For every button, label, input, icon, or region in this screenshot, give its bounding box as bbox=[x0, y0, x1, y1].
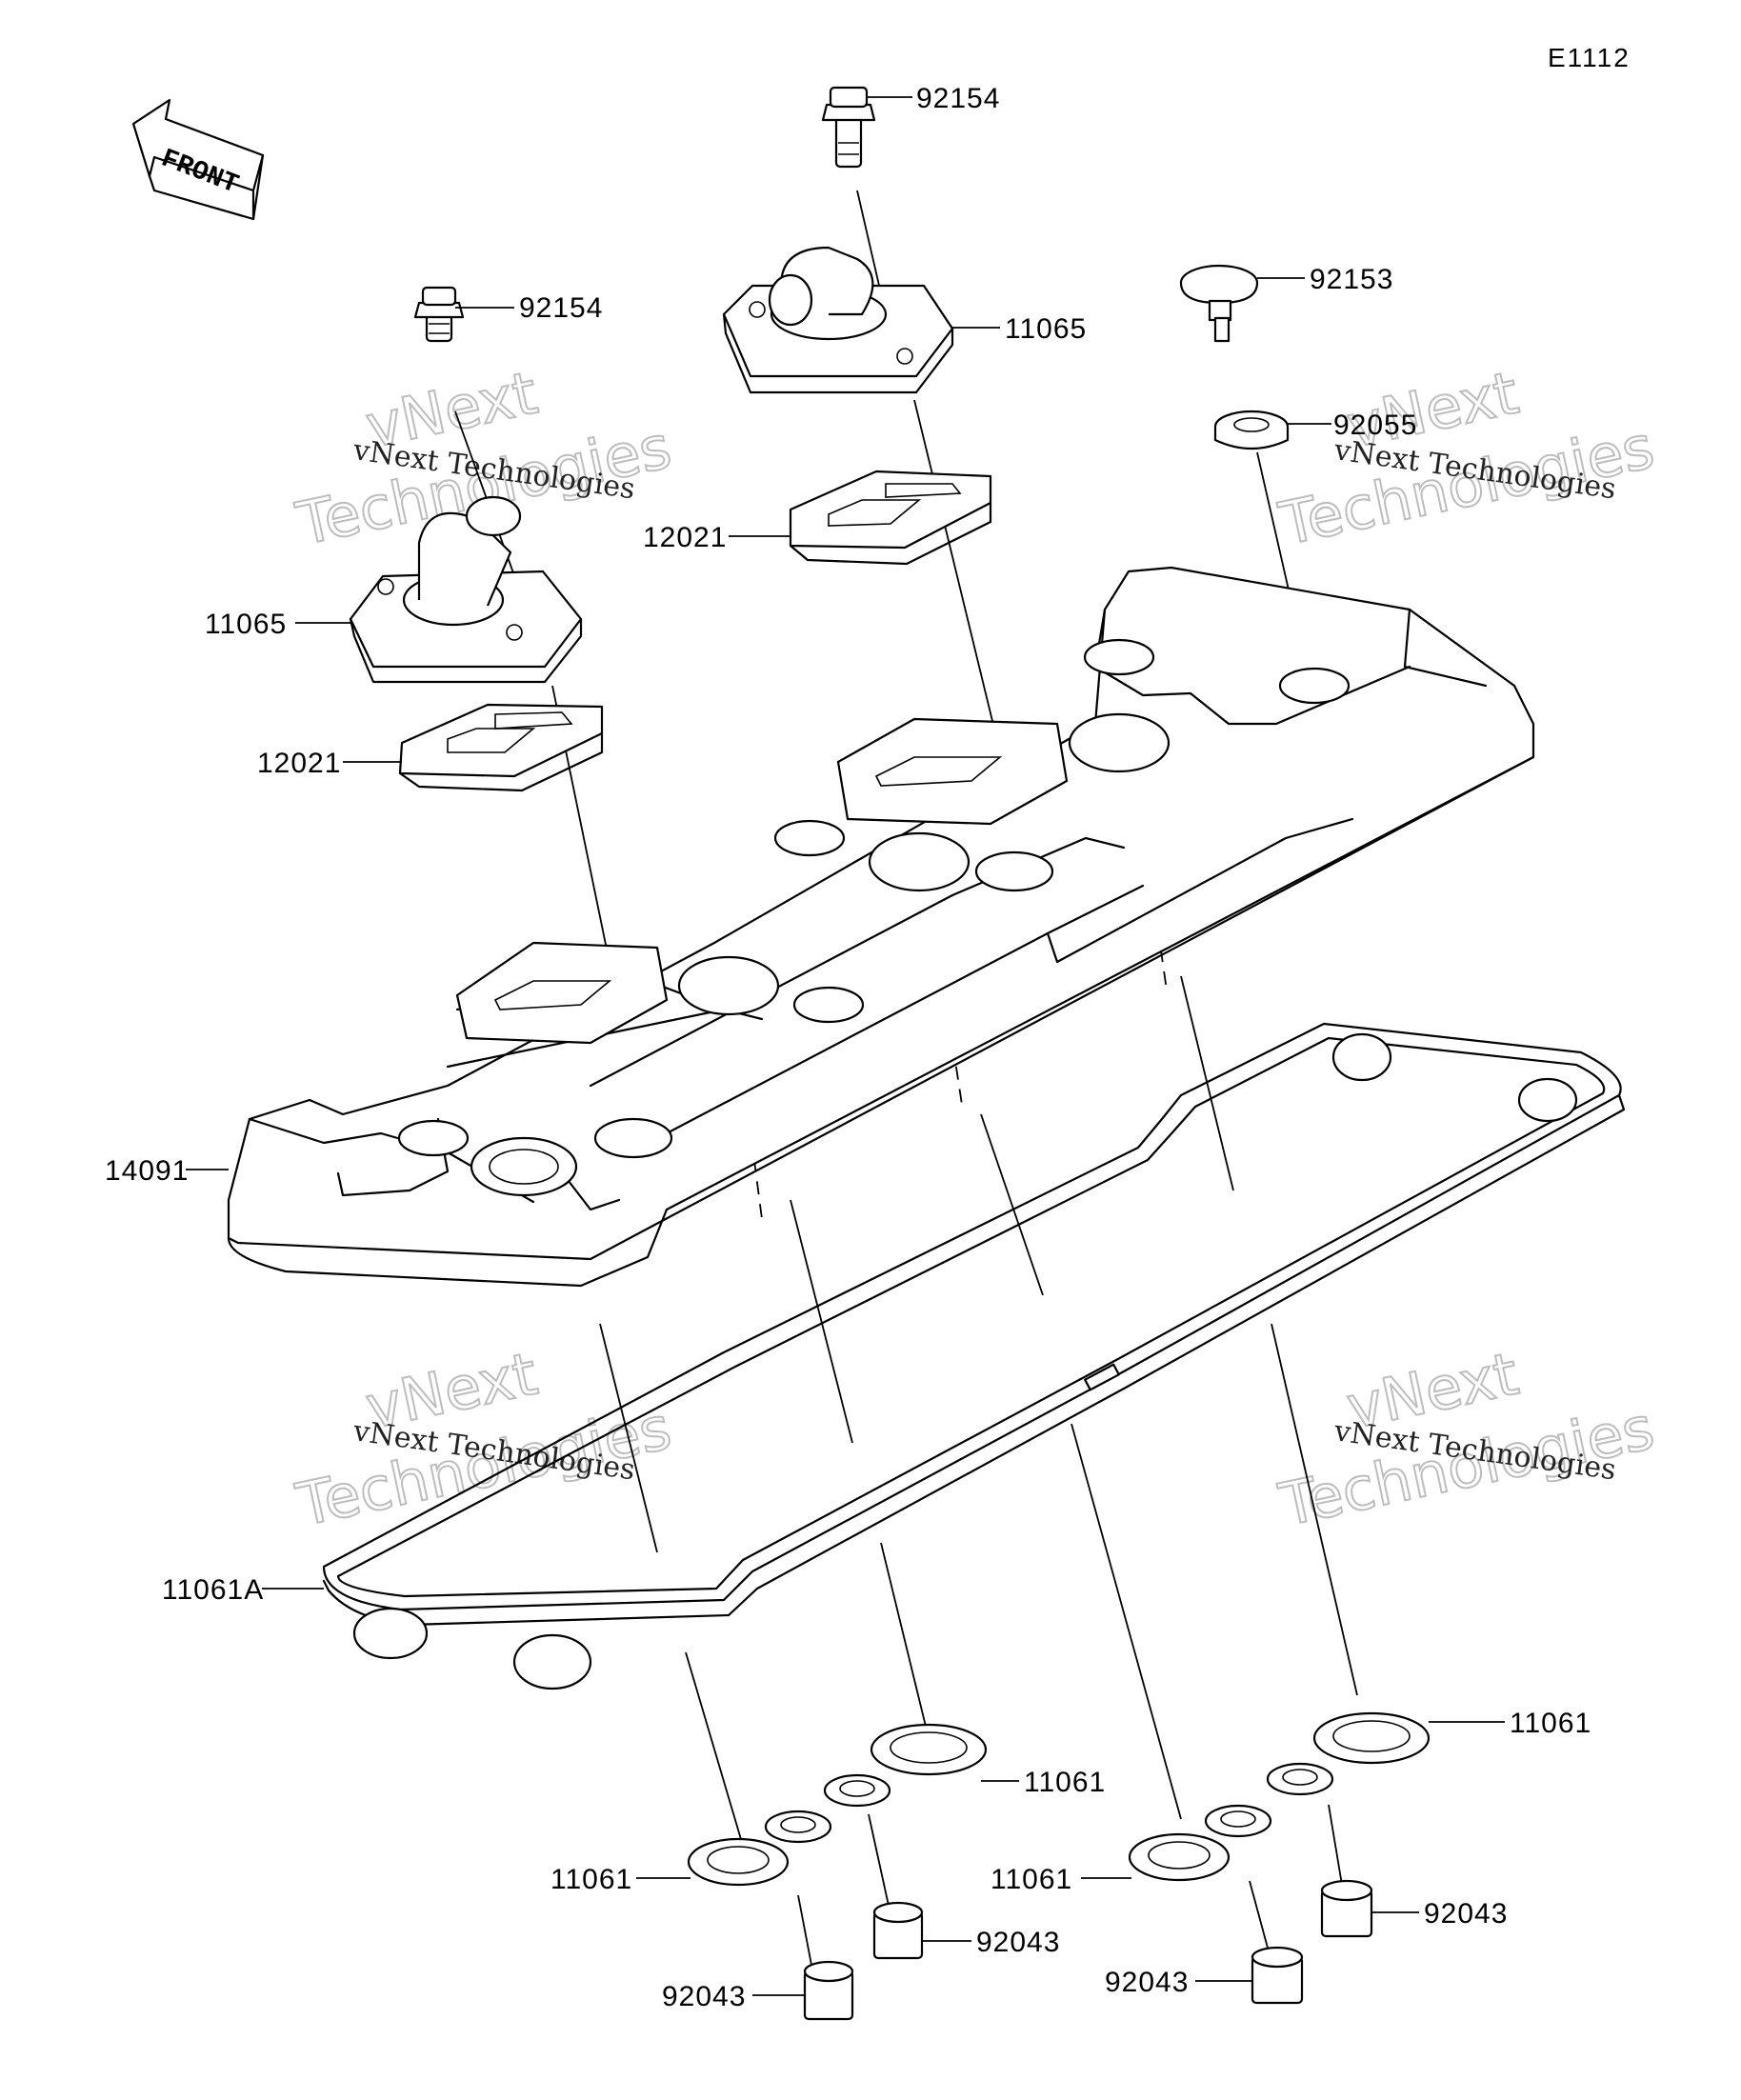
bolt-center[interactable] bbox=[821, 86, 876, 169]
label-collar-2: 92043 bbox=[976, 1927, 1060, 1958]
cylinder-head-cover[interactable] bbox=[227, 566, 1535, 1288]
label-plug-gasket-1: 11061 bbox=[550, 1864, 632, 1895]
reed-valve-center[interactable] bbox=[789, 470, 992, 566]
label-plug-gasket-4: 11061 bbox=[1510, 1708, 1591, 1739]
watermark-bottom-right: vNext Technologies vNext Technologies bbox=[1272, 1338, 1661, 1541]
label-reed-valve-left: 12021 bbox=[257, 748, 341, 779]
collar-3[interactable] bbox=[1251, 1946, 1304, 2005]
watermark-top-right: vNext Technologies vNext Technologies bbox=[1272, 357, 1661, 560]
plug-gasket-group-4[interactable] bbox=[1266, 1711, 1431, 1796]
head-cover-gasket[interactable] bbox=[322, 1022, 1626, 1690]
label-head-cover: 14091 bbox=[105, 1155, 189, 1187]
plug-gasket-group-1[interactable] bbox=[687, 1810, 832, 1887]
label-head-cover-gasket: 11061A bbox=[162, 1574, 264, 1606]
breather-cover-center[interactable] bbox=[722, 246, 954, 394]
collar-2[interactable] bbox=[872, 1901, 924, 1960]
label-collar-4: 92043 bbox=[1424, 1898, 1508, 1930]
label-breather-cover-center: 11065 bbox=[1005, 313, 1087, 345]
collar-4[interactable] bbox=[1320, 1879, 1373, 1938]
watermark-bottom-left: vNext Technologies vNext Technologies bbox=[290, 1338, 678, 1541]
grommet-right[interactable] bbox=[1213, 410, 1290, 450]
label-breather-cover-left: 11065 bbox=[205, 609, 287, 640]
bolt-left[interactable] bbox=[413, 286, 465, 343]
label-collar-1: 92043 bbox=[662, 1981, 746, 2012]
bolt-right[interactable] bbox=[1179, 264, 1259, 343]
label-bolt-left: 92154 bbox=[519, 292, 603, 324]
label-bolt-center: 92154 bbox=[916, 83, 1000, 114]
front-arrow-icon: FRONT bbox=[131, 98, 265, 221]
collar-1[interactable] bbox=[803, 1960, 854, 2021]
plug-gasket-group-3[interactable] bbox=[1128, 1804, 1272, 1882]
label-grommet-right: 92055 bbox=[1333, 410, 1417, 441]
label-plug-gasket-2: 11061 bbox=[1024, 1767, 1106, 1798]
label-reed-valve-center: 12021 bbox=[643, 522, 727, 553]
callout-leaders bbox=[186, 96, 1505, 1996]
breather-cover-left[interactable] bbox=[349, 495, 583, 684]
reed-valve-left[interactable] bbox=[398, 703, 604, 792]
label-plug-gasket-3: 11061 bbox=[991, 1864, 1072, 1895]
plug-gasket-group-2[interactable] bbox=[823, 1723, 988, 1808]
label-bolt-right: 92153 bbox=[1310, 264, 1393, 295]
diagram-code: E1112 bbox=[1548, 43, 1631, 72]
label-collar-3: 92043 bbox=[1105, 1967, 1189, 1998]
